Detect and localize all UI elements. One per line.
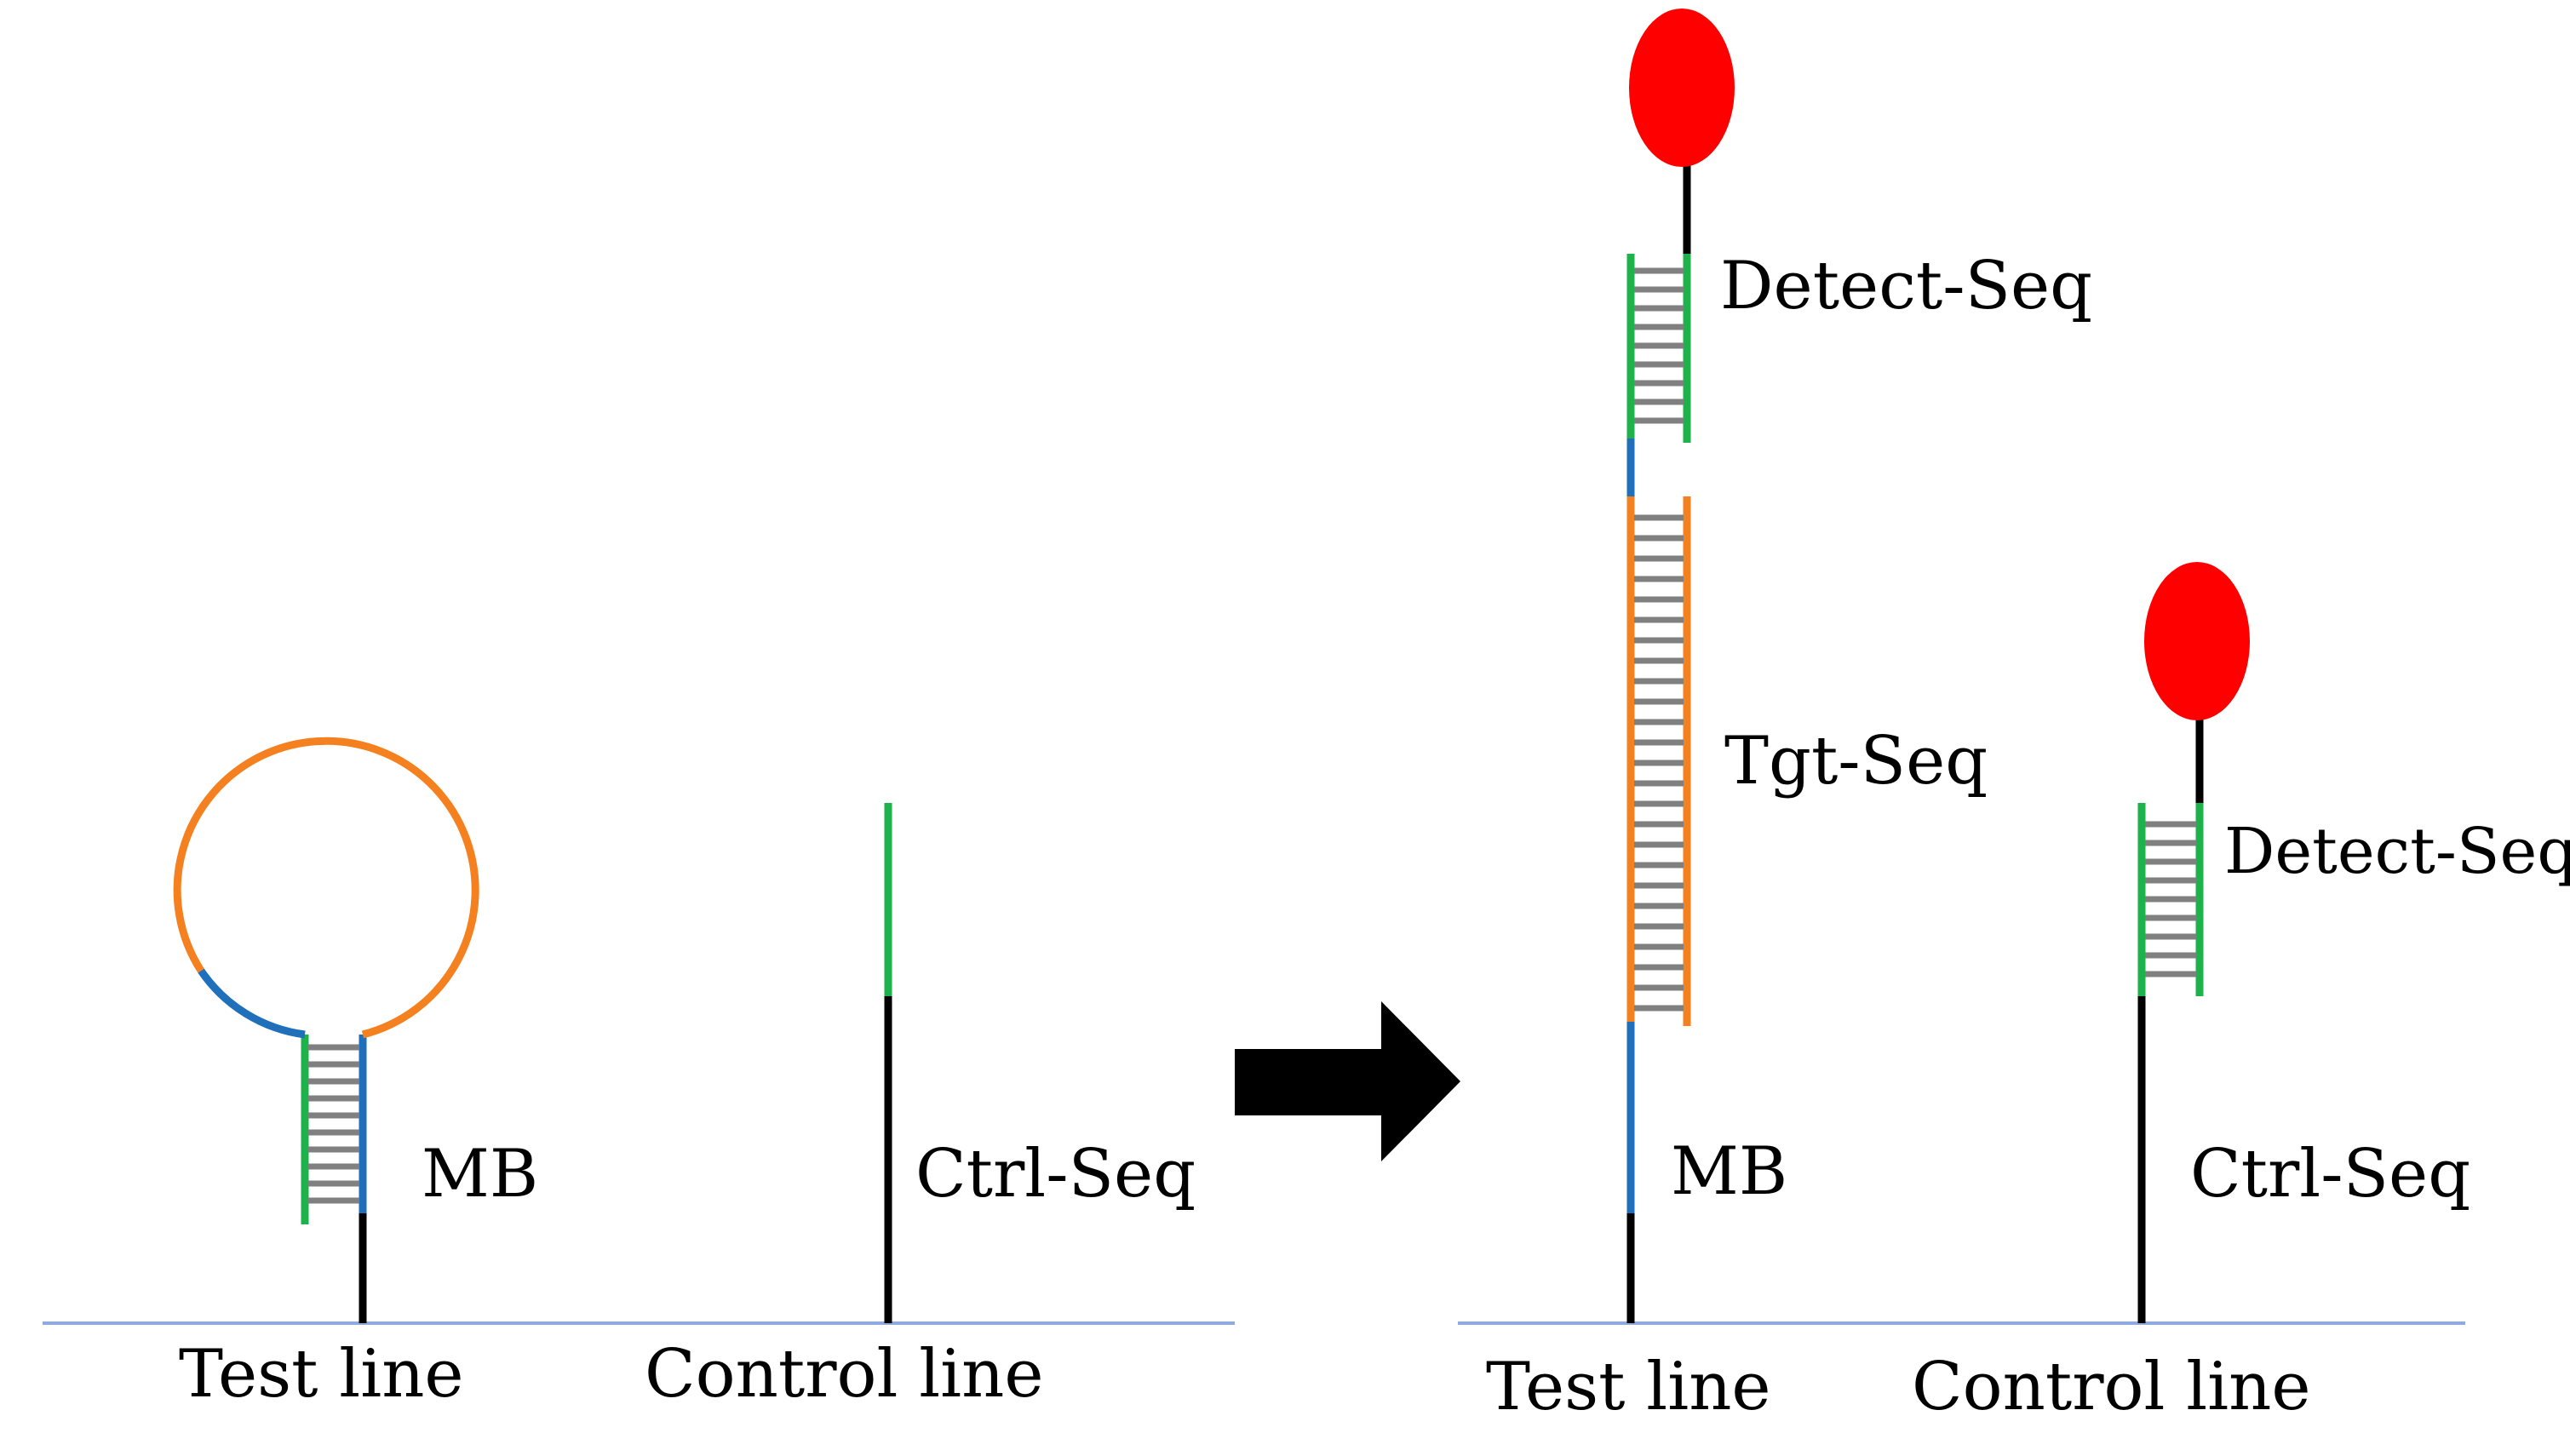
mb-loop-orange-segment [173,737,479,1039]
left-panel: MB Ctrl-Seq Test line Control line [43,737,1235,1413]
mb-stem-rungs [308,1044,359,1204]
detect-seq-label-test: Detect-Seq [1720,248,2092,324]
test-line-label-right: Test line [1486,1349,1771,1425]
detect-seq-label-control: Detect-Seq [2224,815,2570,888]
right-arrow-icon [1235,1001,1460,1161]
ctrl-seq-label-right: Ctrl-Seq [2190,1136,2470,1212]
tgt-seq-rungs [1634,514,1684,1012]
test-gold-nanoparticle [1629,9,1735,167]
control-line-label: Control line [645,1336,1044,1413]
mb-label-right: MB [1671,1133,1787,1210]
control-gold-nanoparticle [2144,562,2250,720]
right-panel: Detect-Seq Tgt-Seq MB Detect-Seq Ctrl- [1458,9,2570,1425]
control-line-complex [2137,562,2250,1323]
control-line-label-right: Control line [1912,1349,2311,1425]
ctrl-detect-rungs [2145,821,2196,977]
detect-seq-rungs [1634,267,1684,424]
tgt-seq-label: Tgt-Seq [1724,723,1988,800]
molecular-beacon [173,737,479,1323]
mb-label: MB [422,1136,538,1212]
test-line-complex [1626,9,1735,1323]
mb-loop-blue-segment [198,968,306,1039]
ctrl-seq-label: Ctrl-Seq [915,1136,1196,1212]
test-line-label: Test line [179,1336,464,1413]
